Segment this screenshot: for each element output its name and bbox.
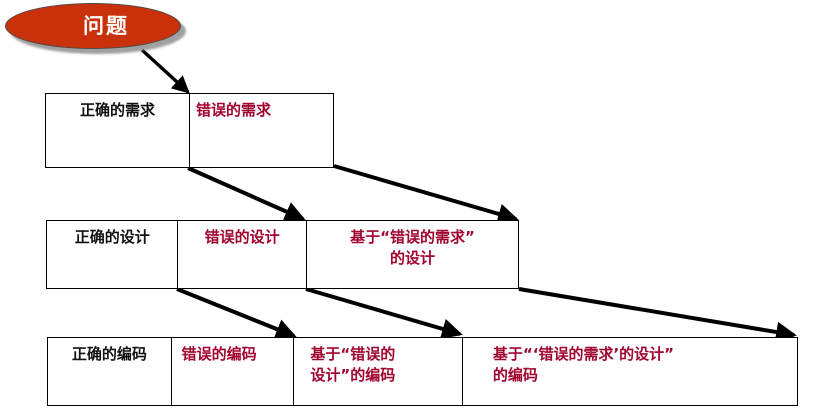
row-coding: 正确的编码 错误的编码 基于“错误的 设计”的编码 基于“‘错误的需求’的设计”… xyxy=(47,337,798,406)
cell-wrong-requirements-label: 错误的需求 xyxy=(196,101,272,119)
row-design: 正确的设计 错误的设计 基于“错误的需求” 的设计 xyxy=(46,220,519,289)
cell-correct-requirements-label: 正确的需求 xyxy=(79,101,155,119)
problem-ellipse-node[interactable]: 问题 xyxy=(5,3,181,49)
cell-coding-based-on-design-from-wrong-requirements[interactable]: 基于“‘错误的需求’的设计” 的编码 xyxy=(461,338,797,405)
cell-coding-based-on-wrong-design[interactable]: 基于“错误的 设计”的编码 xyxy=(293,338,462,405)
cell-coding-based-on-wrong-design-label: 基于“错误的 设计”的编码 xyxy=(310,345,396,385)
cell-correct-design[interactable]: 正确的设计 xyxy=(47,221,177,288)
cell-wrong-design-label: 错误的设计 xyxy=(204,228,280,246)
arrow-problem-to-wrong-requirements xyxy=(140,48,190,94)
arrow-wrong-requirements-to-design-based-on-wrong-requirements xyxy=(333,164,519,224)
arrow-wrong-design-to-wrong-coding xyxy=(176,287,297,339)
cell-correct-requirements[interactable]: 正确的需求 xyxy=(46,94,189,167)
cell-wrong-design[interactable]: 错误的设计 xyxy=(177,221,305,288)
row-requirements: 正确的需求 错误的需求 xyxy=(45,93,334,168)
cell-correct-coding[interactable]: 正确的编码 xyxy=(48,338,171,405)
cell-wrong-coding[interactable]: 错误的编码 xyxy=(170,338,294,405)
problem-ellipse-label: 问题 xyxy=(83,13,129,38)
arrow-wrong-design-to-coding-based-on-wrong-design xyxy=(305,287,463,339)
cell-correct-coding-label: 正确的编码 xyxy=(71,345,147,363)
cell-correct-design-label: 正确的设计 xyxy=(74,228,150,246)
cell-coding-based-on-design-from-wrong-requirements-label: 基于“‘错误的需求’的设计” 的编码 xyxy=(492,345,675,385)
arrow-design-based-on-wrong-requirements-to-coding xyxy=(518,287,797,343)
cell-design-based-on-wrong-requirements[interactable]: 基于“错误的需求” 的设计 xyxy=(305,221,518,288)
cell-design-based-on-wrong-requirements-label: 基于“错误的需求” 的设计 xyxy=(350,228,475,268)
cell-wrong-requirements[interactable]: 错误的需求 xyxy=(189,94,332,167)
arrow-wrong-requirements-to-wrong-design xyxy=(187,166,306,222)
cell-wrong-coding-label: 错误的编码 xyxy=(181,345,257,363)
